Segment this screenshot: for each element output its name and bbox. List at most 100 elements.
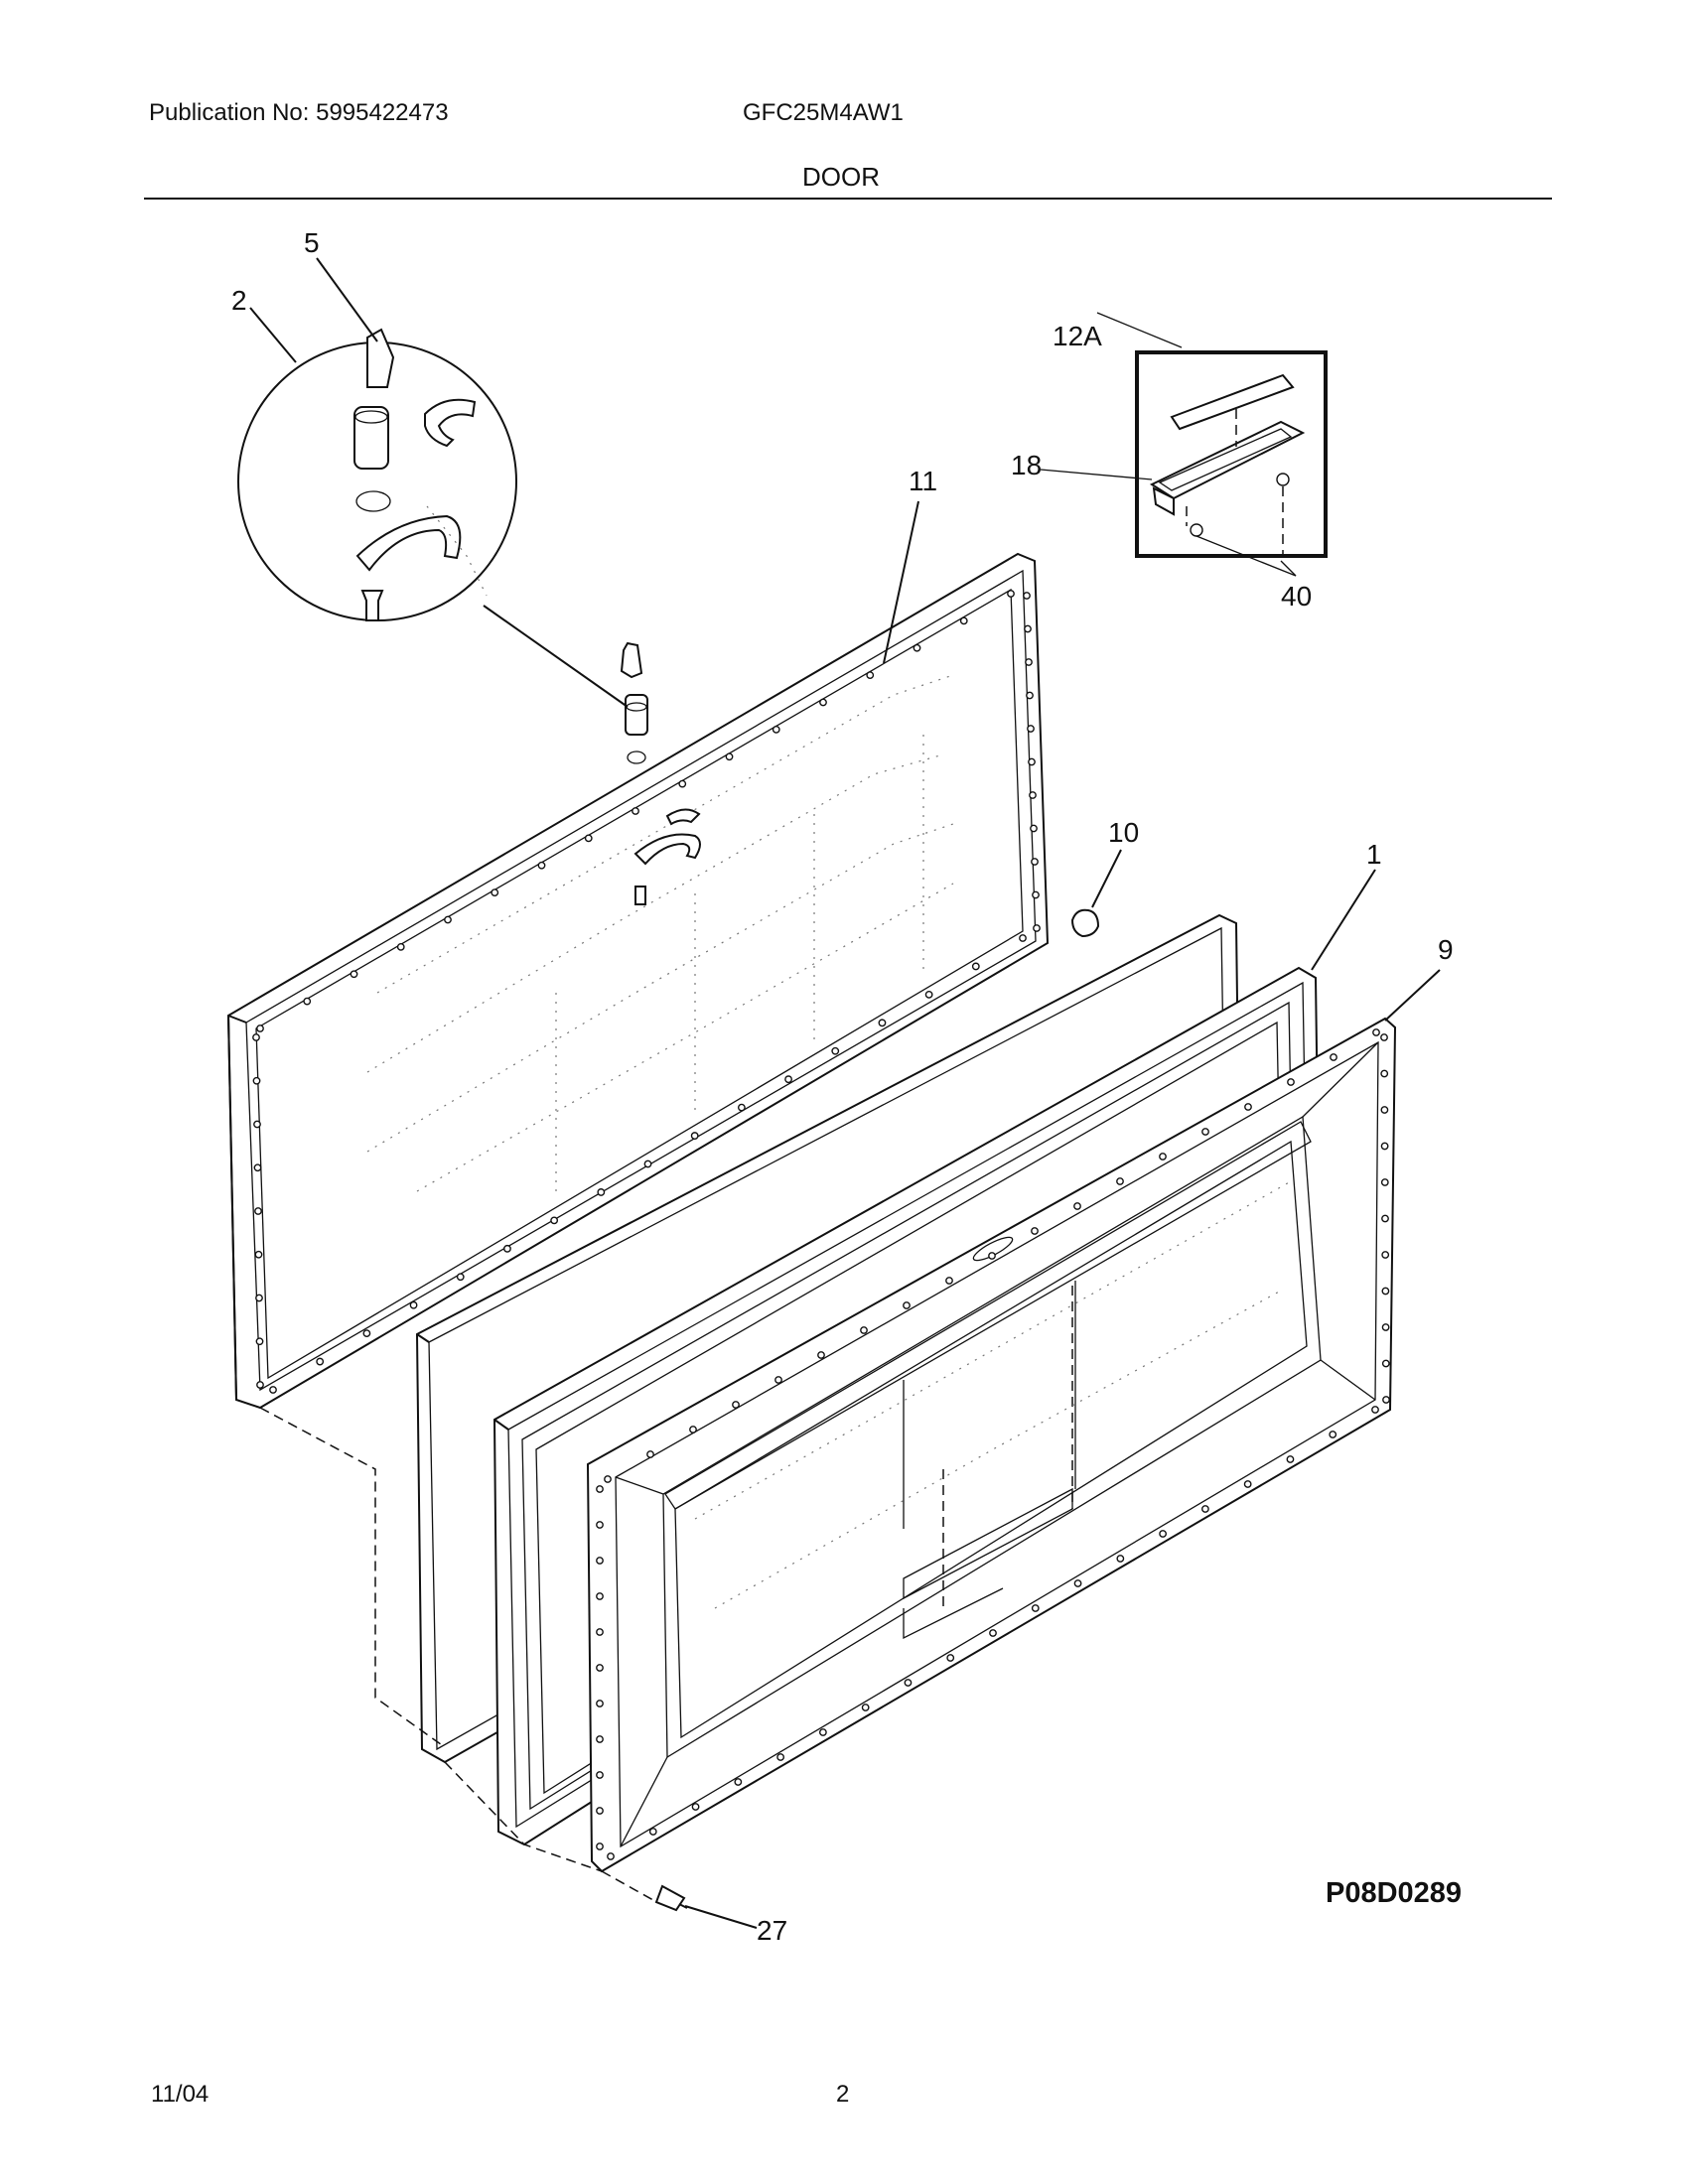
- screw-hole: [503, 1244, 511, 1253]
- callout-2: 2: [231, 285, 247, 316]
- screw-part-27: [654, 1884, 686, 1912]
- screw-hole: [648, 1828, 657, 1836]
- screw-hole: [1286, 1455, 1295, 1463]
- screw-hole: [1330, 1053, 1337, 1061]
- screw-hole: [1025, 658, 1033, 666]
- screw-hole: [831, 1046, 840, 1055]
- publication-date: 11/04: [151, 2081, 210, 2108]
- screw-hole: [1027, 725, 1035, 733]
- screw-hole: [866, 671, 875, 680]
- screw-hole: [255, 1337, 264, 1346]
- model-number: GFC25M4AW1: [743, 99, 904, 126]
- screw-hole: [1116, 1177, 1124, 1185]
- callout-5: 5: [304, 227, 320, 258]
- screw-hole: [689, 1426, 697, 1433]
- screw-hole: [596, 1843, 604, 1850]
- screw-hole: [1380, 1106, 1389, 1114]
- detail-leader: [483, 605, 629, 708]
- screw-hole: [1201, 1128, 1209, 1136]
- publication-number: Publication No: 5995422473: [149, 99, 449, 126]
- section-title: DOOR: [802, 162, 880, 192]
- screw-hole: [971, 962, 980, 971]
- screw-hole: [1030, 824, 1038, 833]
- screw-hole: [646, 1450, 654, 1458]
- screw-hole: [946, 1654, 955, 1662]
- screw-hole: [959, 616, 968, 625]
- screw-hole: [1023, 592, 1031, 600]
- screw-hole: [734, 1778, 743, 1786]
- door-liner-panel: [226, 552, 1050, 1410]
- screw-hole: [1380, 1142, 1389, 1151]
- assembly-guide: [601, 1870, 661, 1905]
- callout-11: 11: [909, 466, 937, 496]
- screw-hole: [254, 1250, 263, 1259]
- screw-hole: [1073, 1202, 1081, 1210]
- screw-hole: [819, 698, 827, 707]
- screw-hole: [1028, 757, 1036, 766]
- callout-9: 9: [1438, 934, 1454, 965]
- screw-hole: [255, 1294, 263, 1302]
- screw-hole: [989, 1629, 997, 1637]
- screw-hole: [254, 1207, 262, 1215]
- screw-hole: [1243, 1480, 1252, 1488]
- screw-hole: [774, 1376, 782, 1384]
- screw-hole: [904, 1679, 913, 1687]
- screw-hole: [396, 942, 405, 951]
- header-rule: [144, 198, 1552, 200]
- screw-hole: [253, 1120, 261, 1129]
- screw-hole: [1381, 1287, 1390, 1296]
- screw-hole: [913, 643, 921, 652]
- screw-hole: [1381, 1359, 1390, 1368]
- callout-40: 40: [1281, 581, 1312, 612]
- screw-hole: [456, 1273, 465, 1282]
- screw-hole: [784, 1075, 792, 1084]
- screw-hole: [903, 1301, 911, 1309]
- screw-hole: [1019, 934, 1027, 942]
- screw-hole: [596, 1735, 604, 1743]
- screw-hole: [737, 1103, 746, 1112]
- screw-hole: [596, 1771, 604, 1779]
- screw-hole: [1381, 1251, 1390, 1259]
- screw-hole: [303, 997, 312, 1006]
- screw-hole: [1033, 924, 1041, 932]
- screw-hole: [643, 1160, 652, 1168]
- screw-hole: [1380, 1178, 1389, 1186]
- page-number: 2: [836, 2081, 850, 2108]
- screw-hole: [316, 1357, 325, 1366]
- screw-hole: [860, 1326, 868, 1334]
- callout-10: 10: [1108, 817, 1139, 848]
- screw-hole: [253, 1163, 262, 1172]
- screw-hole: [732, 1401, 740, 1409]
- screw-hole: [1007, 590, 1015, 598]
- screw-hole: [1380, 1069, 1389, 1078]
- screw-hole: [596, 1592, 604, 1600]
- screw-hole: [1031, 1604, 1040, 1612]
- callout-1: 1: [1366, 839, 1382, 870]
- screw-hole: [690, 1132, 699, 1140]
- screw-hole: [1073, 1579, 1082, 1587]
- screw-tip: [678, 1903, 688, 1909]
- screw-hole: [596, 1628, 604, 1636]
- screw-hole: [1024, 624, 1032, 633]
- screw-hole: [596, 1700, 604, 1707]
- callout-18: 18: [1011, 450, 1042, 480]
- door-stop-bumper: [1070, 908, 1100, 938]
- screw-hole: [1032, 890, 1040, 899]
- screw-hole: [1200, 1505, 1209, 1513]
- hinge-detail-circle: [237, 328, 517, 621]
- screw-hole: [1329, 1431, 1337, 1438]
- screw-hole: [409, 1300, 418, 1309]
- screw-hole: [1381, 1323, 1390, 1331]
- screw-hole: [256, 1024, 264, 1032]
- screw-hole: [878, 1019, 887, 1027]
- screw-hole: [1287, 1078, 1295, 1086]
- screw-hole: [596, 1521, 604, 1529]
- callout-27: 27: [757, 1915, 787, 1946]
- screw-hole: [1372, 1028, 1380, 1036]
- screw-hole: [678, 779, 687, 788]
- assembly-guide: [444, 1761, 603, 1872]
- inner-door-panel: [586, 1017, 1397, 1873]
- screw-hole: [945, 1277, 953, 1285]
- leader-lines: [249, 257, 1441, 1929]
